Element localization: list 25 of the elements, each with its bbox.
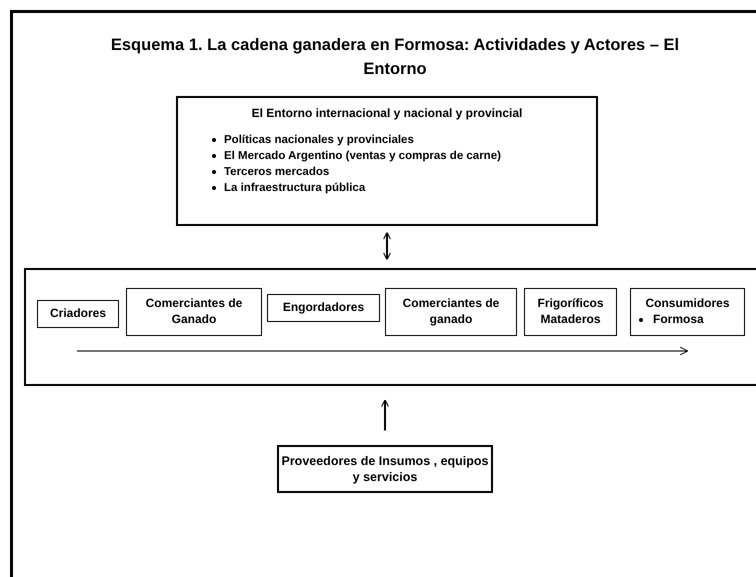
actor-box [267,294,380,322]
actor-label: Proveedores de Insumos , equipos y servicios [280,452,490,486]
bullet-item: Terceros mercados [224,164,501,180]
actor-box [524,288,617,336]
environment-box [176,96,598,226]
bullet-item: El Mercado Argentino (ventas y compras de carne) [224,148,501,164]
supplier-box [277,445,493,493]
bullet-item: Formosa [652,312,704,326]
arrow [380,399,390,430]
actor-label: Comerciantes de ganado [402,296,500,328]
bullet-item: La infraestructura pública [224,180,501,196]
value-chain-box [24,268,756,386]
actor-label: Consumidores [645,296,730,312]
actor-box [630,288,745,336]
bullet-item: Políticas nacionales y provinciales [224,132,501,148]
actor-box [385,288,517,336]
diagram-title: Esquema 1. La cadena ganadera en Formosa: Actividades y Actores – El Entorno [110,35,680,80]
actor-box [37,300,119,328]
actor-box [126,288,262,336]
actor-label: Comerciantes de Ganado [144,296,244,328]
arrow [382,232,392,260]
actor-label: Frigoríficos Mataderos [536,296,604,328]
box-heading: El Entorno internacional y nacional y provincial [252,106,522,122]
actor-label: Criadores [50,306,106,322]
actor-label: Engordadores [282,300,364,316]
